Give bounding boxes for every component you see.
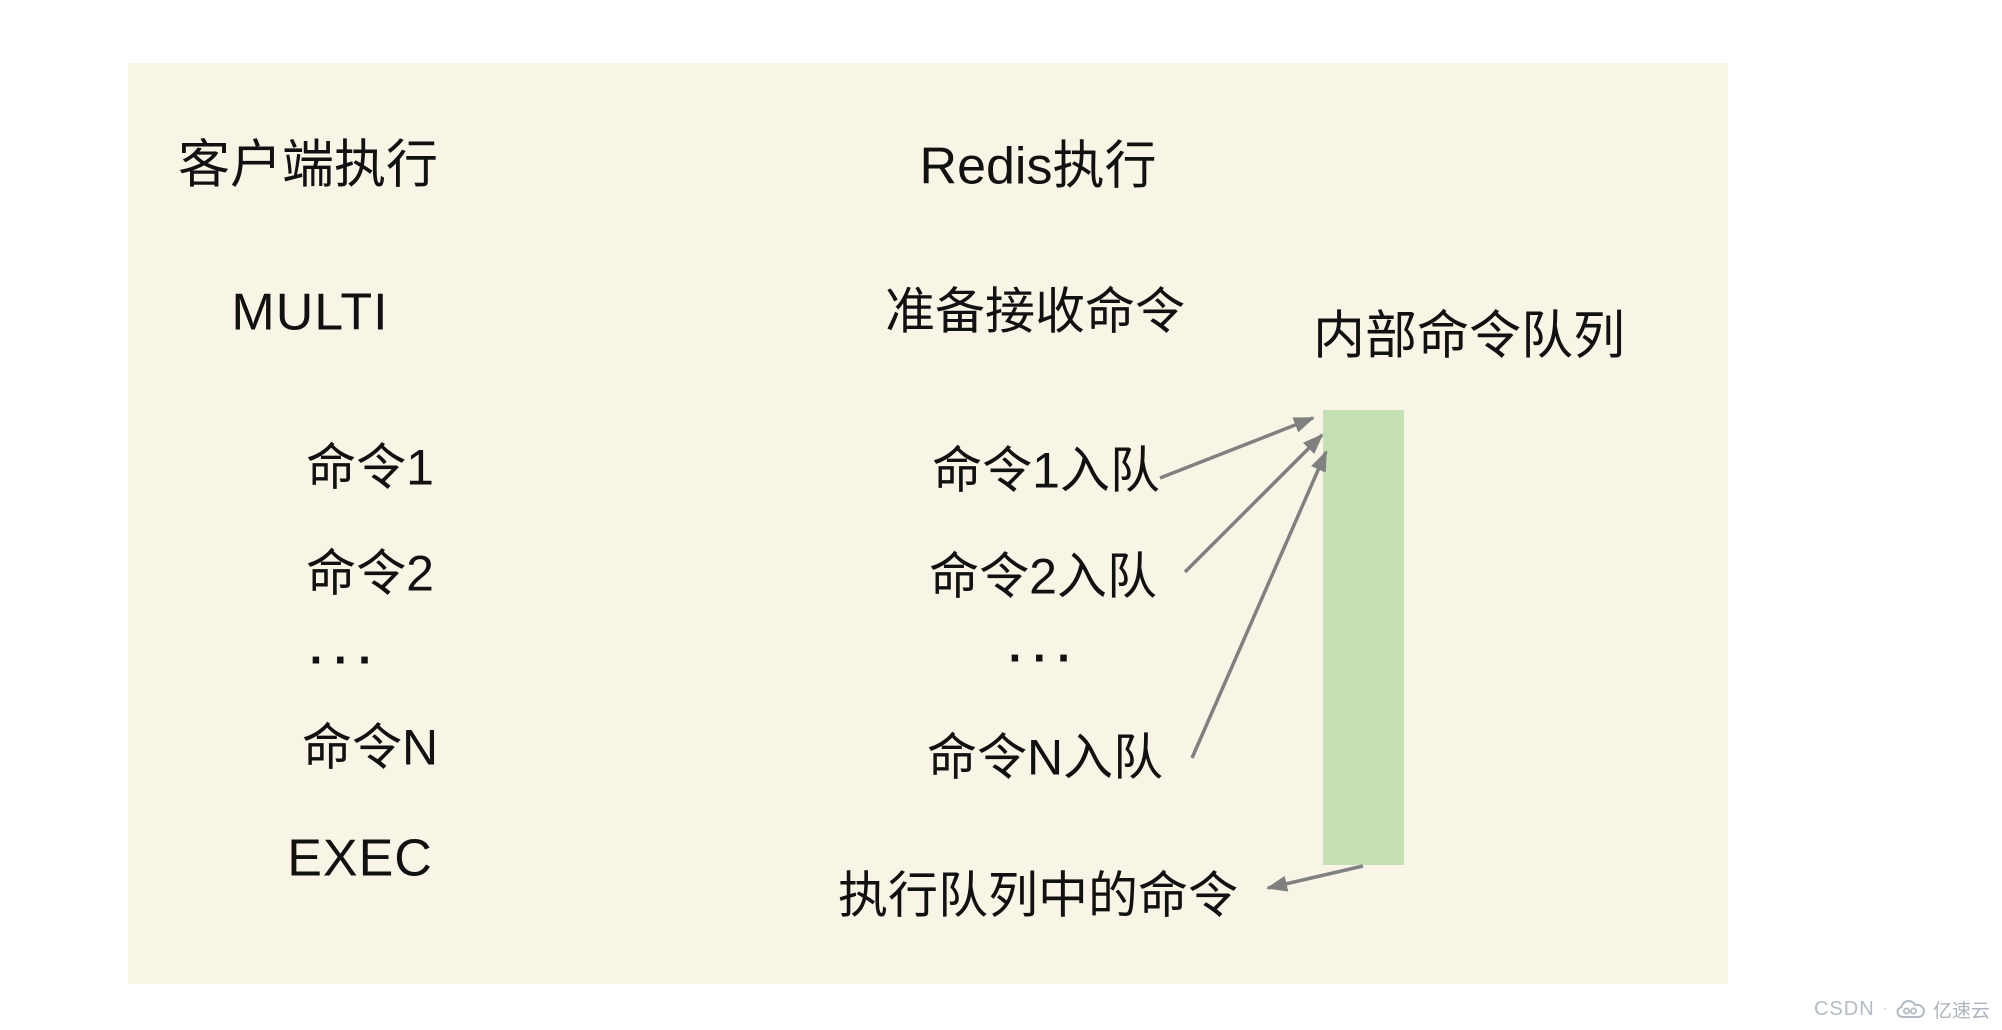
client-multi-label: MULTI xyxy=(231,283,389,342)
queue-label: 内部命令队列 xyxy=(1312,307,1626,366)
client-cmd2-label: 命令2 xyxy=(306,545,434,602)
client-column-header: 客户端执行 xyxy=(177,136,439,195)
redis-column-header: Redis执行 xyxy=(919,137,1157,196)
redis-cmdN-enqueue-label: 命令N入队 xyxy=(926,729,1164,786)
redis-cmd1-enqueue-label: 命令1入队 xyxy=(932,442,1160,499)
watermark-site-text: CSDN xyxy=(1813,997,1875,1020)
client-exec-label: EXEC xyxy=(287,829,433,888)
redis-ellipsis: ··· xyxy=(1008,631,1082,684)
redis-cmd2-enqueue-label: 命令2入队 xyxy=(929,548,1157,605)
redis-prepare-label: 准备接收命令 xyxy=(885,283,1185,340)
client-cmdN-label: 命令N xyxy=(301,719,439,776)
client-ellipsis: ··· xyxy=(309,633,383,686)
command-queue-rect xyxy=(1323,410,1404,865)
watermark-brand-text: 亿速云 xyxy=(1932,1000,1990,1022)
cloud-logo-icon xyxy=(1896,1000,1925,1018)
redis-exec-queue-label: 执行队列中的命令 xyxy=(838,867,1238,924)
client-cmd1-label: 命令1 xyxy=(306,439,434,496)
diagram-panel xyxy=(128,63,1728,984)
watermark: CSDN · 亿速云 xyxy=(1814,994,1990,1024)
queue-rect-shape xyxy=(1323,410,1404,865)
watermark-separator: · xyxy=(1882,1000,1888,1017)
